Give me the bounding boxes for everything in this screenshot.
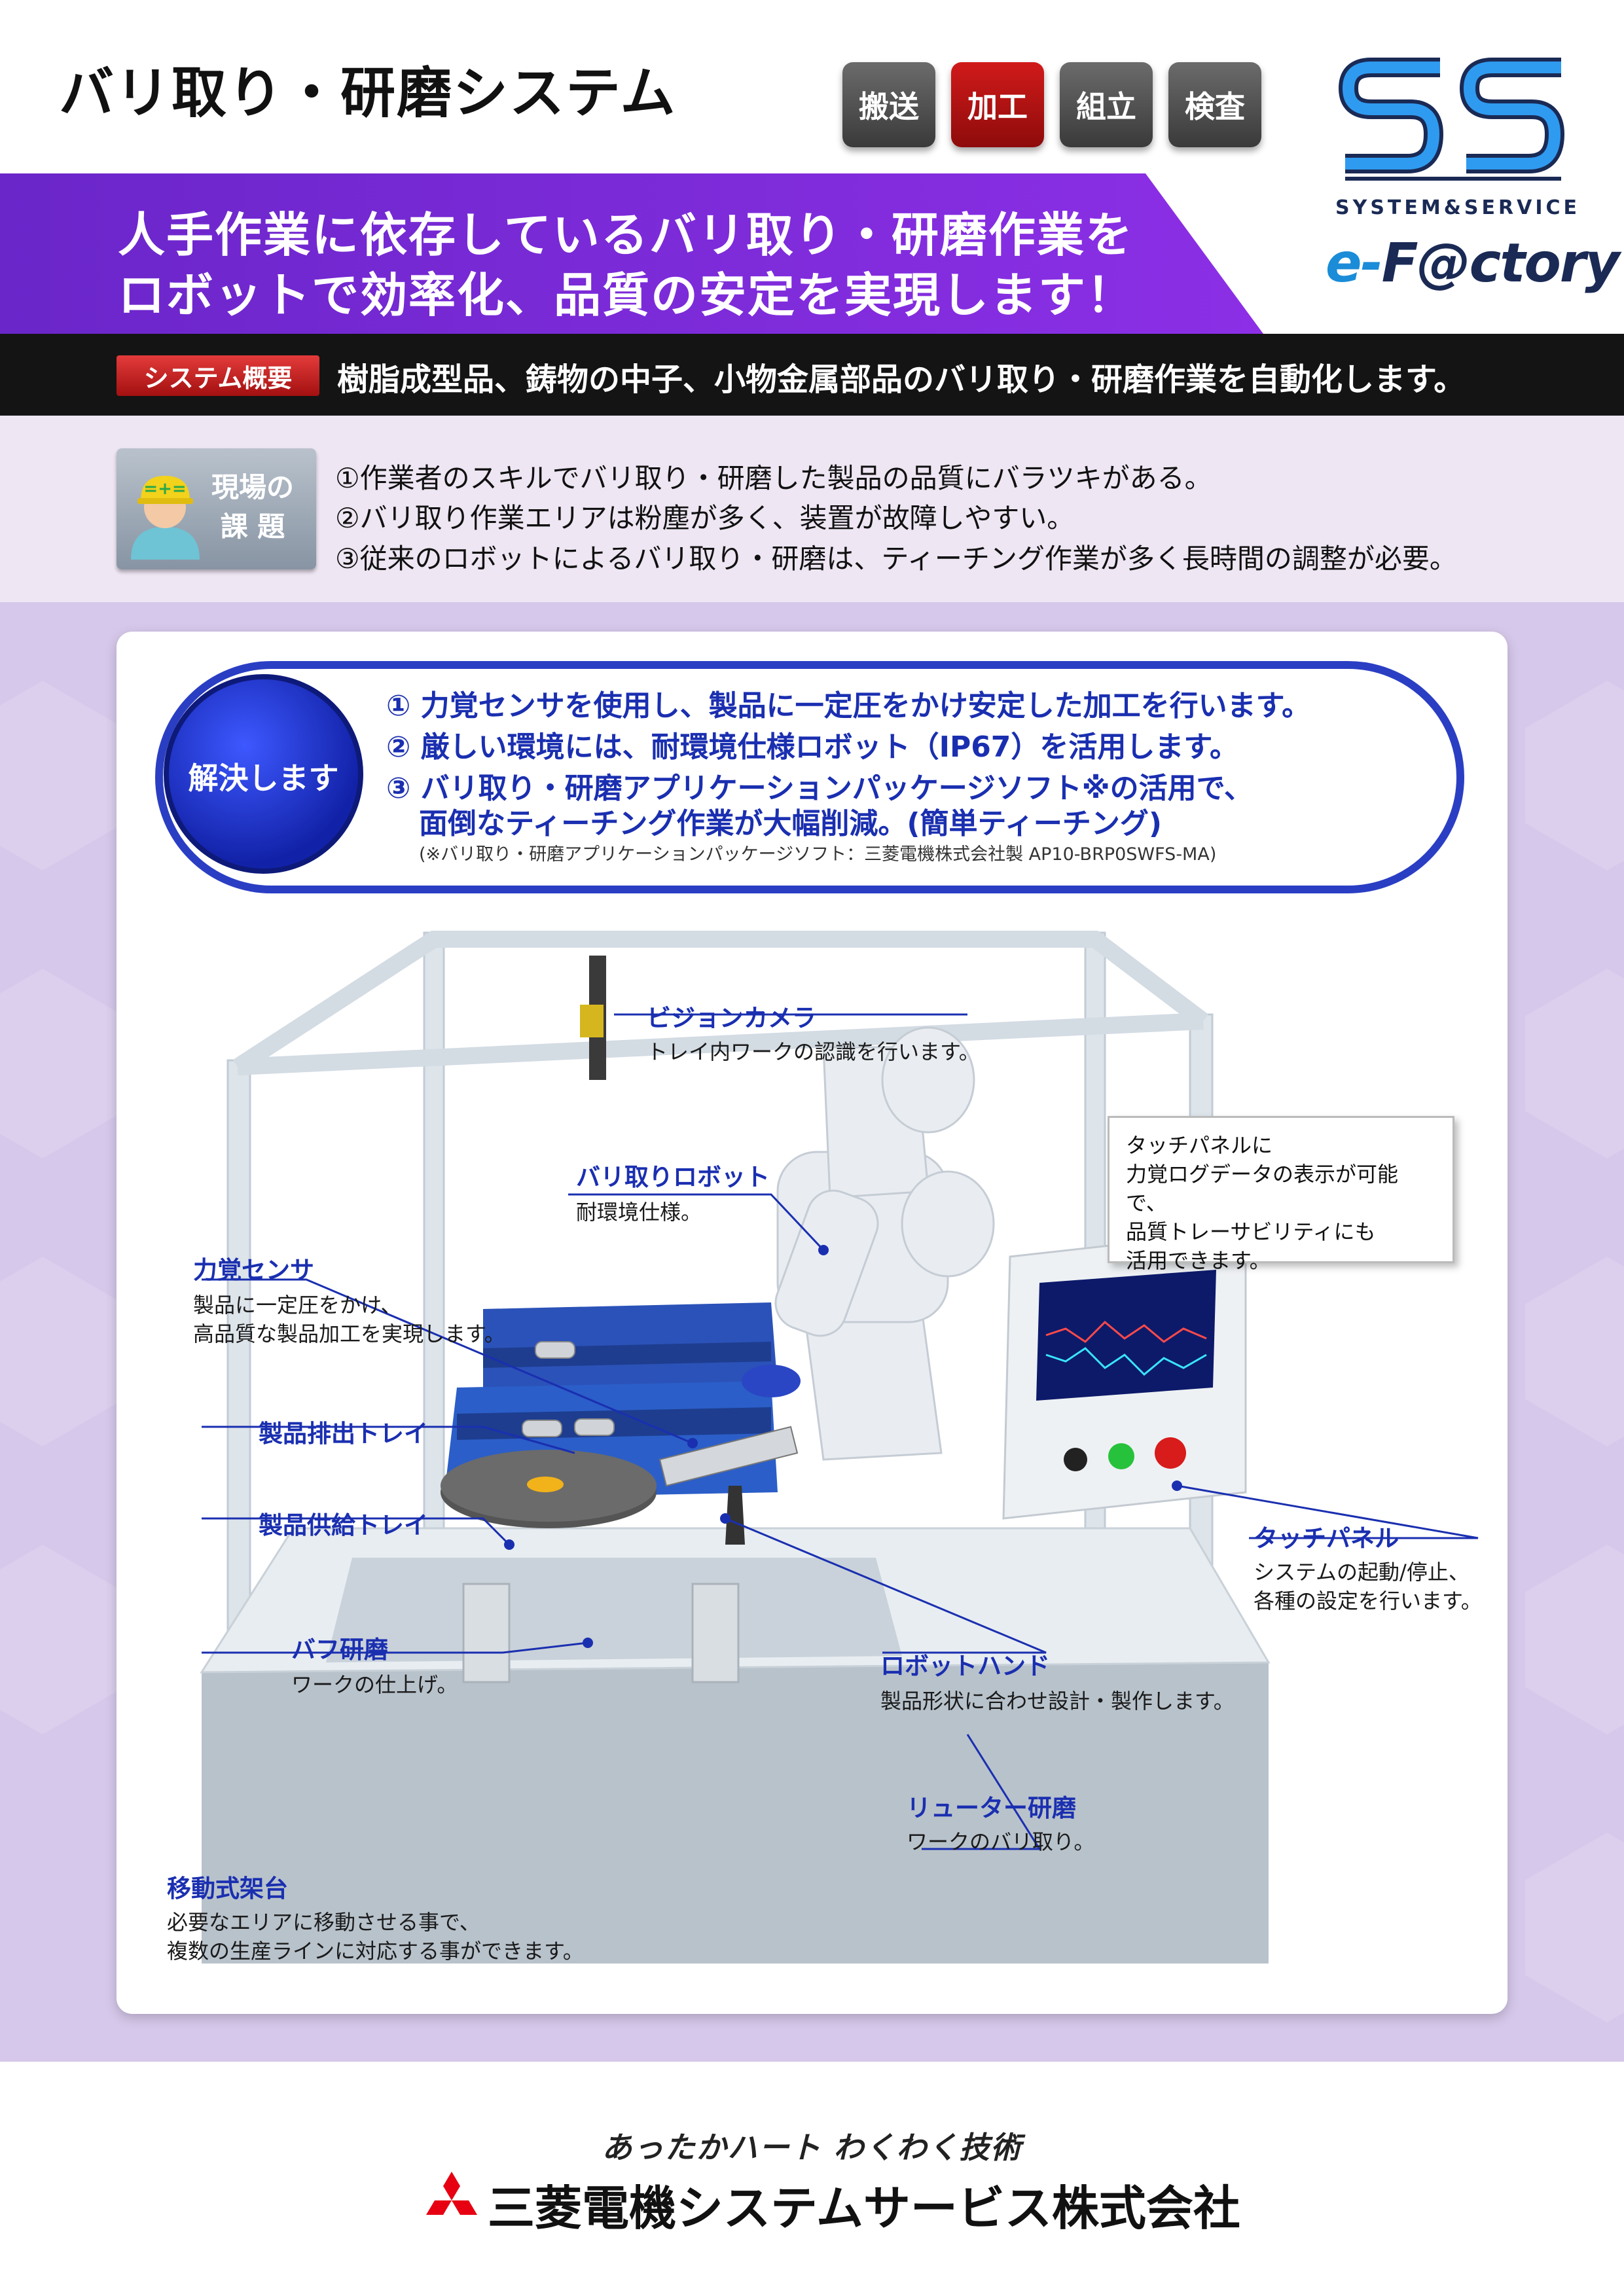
problem-item-2: ②バリ取り作業エリアは粉塵が多く、装置が故障しやすい。 [335, 502, 1075, 534]
stand-body [202, 1662, 1269, 1964]
svg-text:=+=: =+= [143, 479, 186, 499]
page-title: バリ取り・研磨システム [59, 61, 677, 125]
problem-item-1: ①作業者のスキルでバリ取り・研磨した製品の品質にバラツキがある。 [335, 462, 1212, 494]
company-slogan: あったかハート わくわく技術 [602, 2130, 1022, 2165]
label-force-sensor: 力覚センサ [193, 1256, 314, 1284]
desc-buff-polish: ワークの仕上げ。 [291, 1672, 458, 1697]
mitsubishi-logo-icon [426, 2172, 477, 2215]
company-name: 三菱電機システムサービス株式会社 [488, 2181, 1240, 2236]
desc-vision-camera: トレイ内ワークの認識を行います。 [647, 1039, 980, 1064]
worker-icon: =+= [131, 476, 200, 560]
solution-line-4: 面倒なティーチング作業が大幅削減。(簡単ティーチング) [419, 807, 1162, 840]
desc-router-polish: ワークのバリ取り。 [907, 1829, 1095, 1854]
robot-hand [659, 1426, 799, 1487]
label-robot-hand: ロボットハンド [880, 1652, 1050, 1680]
ss-logo-icon [1338, 58, 1565, 181]
label-supply-tray: 製品供給トレイ [259, 1511, 428, 1539]
category-tab-processing[interactable]: 加工 [951, 62, 1044, 147]
ss-logo-text: SYSTEM&SERVICE [1335, 196, 1580, 219]
label-touch-panel: タッチパネル [1254, 1524, 1399, 1552]
problem-badge: =+= 現場の 課 題 [117, 448, 316, 569]
touch-panel-callout: タッチパネルに 力覚ログデータの表示が可能で、 品質トレーサビリティにも 活用で… [1108, 1116, 1454, 1273]
label-mobile-stand: 移動式架台 [167, 1874, 288, 1903]
desc-mobile-stand: 必要なエリアに移動させる事で、 複数の生産ラインに対応する事ができます。 [167, 1910, 584, 1964]
problem-label: 現場の 課 題 [211, 471, 295, 543]
problem-item-3: ③従来のロボットによるバリ取り・研磨は、ティーチング作業が多く長時間の調整が必要… [335, 543, 1457, 575]
headline-banner [0, 173, 1263, 334]
category-tab-transport[interactable]: 搬送 [842, 62, 935, 147]
efactory-logo: e-F@ctory [1326, 232, 1620, 295]
headline-line-2: ロボットで効率化、品質の安定を実現します！ [118, 268, 1136, 323]
label-router-polish: リューター研磨 [907, 1794, 1076, 1822]
desc-deburr-robot: 耐環境仕様。 [576, 1200, 702, 1225]
desc-force-sensor: 製品に一定圧をかけ、 高品質な製品加工を実現します。 [193, 1293, 505, 1346]
force-sensor [742, 1365, 801, 1397]
overview-text: 樹脂成型品、鋳物の中子、小物金属部品のバリ取り・研磨作業を自動化します。 [337, 361, 1466, 398]
robot-cell-illustration [200, 931, 1479, 1964]
solution-line-1: ① 力覚センサを使用し、製品に一定圧をかけ安定した加工を行います。 [386, 689, 1311, 723]
label-buff-polish: バフ研磨 [291, 1636, 388, 1664]
desc-touch-panel: システムの起動/停止、 各種の設定を行います。 [1254, 1560, 1482, 1613]
label-deburr-robot: バリ取りロボット [576, 1163, 770, 1191]
router-tool [725, 1486, 745, 1545]
desc-robot-hand: 製品形状に合わせ設計・製作します。 [880, 1689, 1235, 1713]
robot-arm [774, 1026, 995, 1461]
solution-line-3: ③ バリ取り・研磨アプリケーションパッケージソフト※の活用で、 [386, 772, 1253, 805]
label-output-tray: 製品排出トレイ [259, 1420, 428, 1448]
solution-box [155, 661, 1464, 893]
category-tab-inspection[interactable]: 検査 [1168, 62, 1261, 147]
solution-footnote: (※バリ取り・研磨アプリケーションパッケージソフト：三菱電機株式会社製 AP10… [419, 844, 1217, 865]
solution-badge: 解決します [164, 674, 363, 874]
solution-line-2: ② 厳しい環境には、耐環境仕様ロボット（IP67）を活用します。 [386, 730, 1239, 764]
label-vision-camera: ビジョンカメラ [647, 1004, 816, 1032]
category-tab-assembly[interactable]: 組立 [1060, 62, 1153, 147]
overview-badge: システム概要 [117, 355, 319, 396]
touch-panel-screen [1036, 1270, 1216, 1401]
headline-line-1: 人手作業に依存しているバリ取り・研磨作業を [118, 207, 1134, 262]
work-pit [326, 1558, 902, 1662]
